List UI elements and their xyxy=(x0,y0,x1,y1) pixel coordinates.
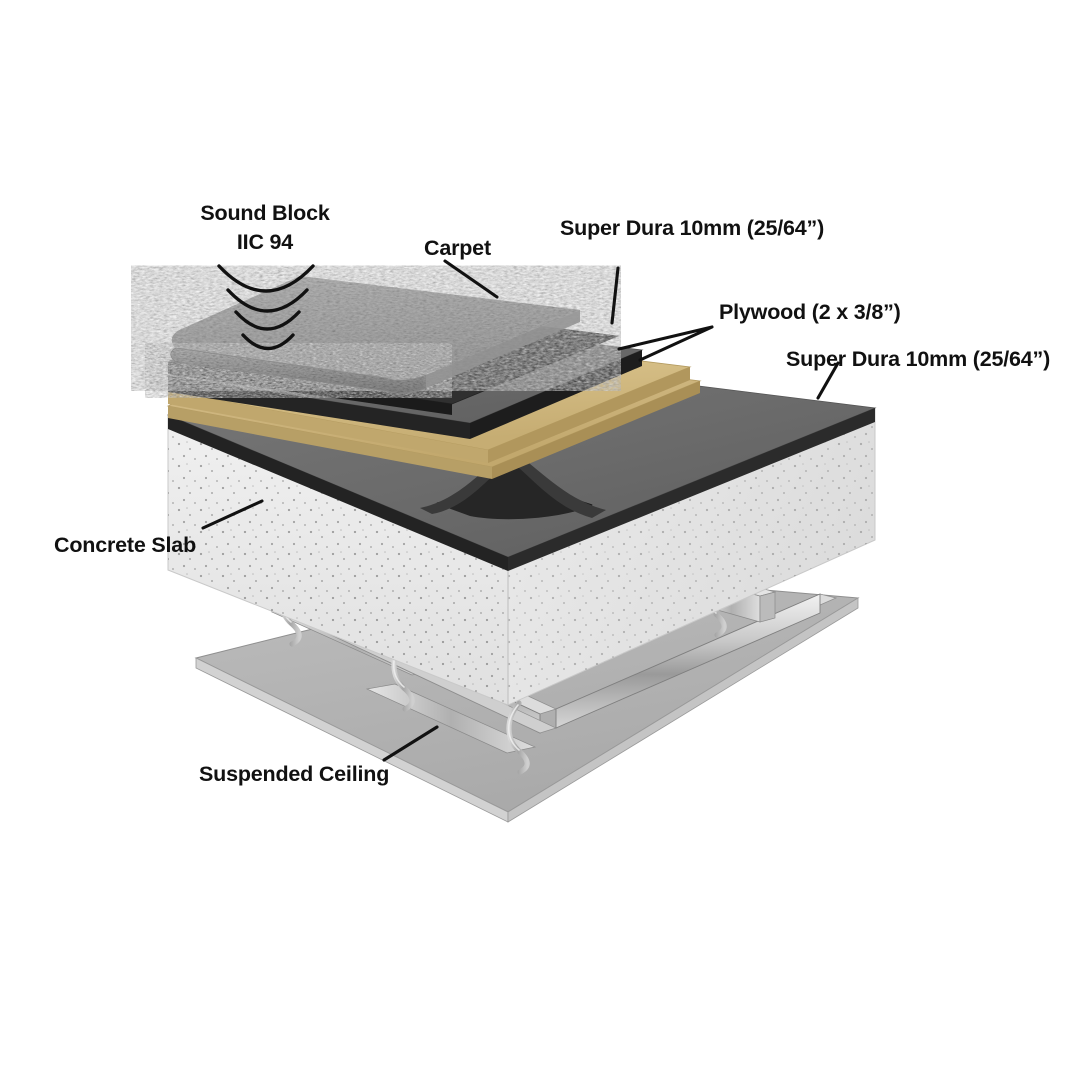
label-concrete-slab: Concrete Slab xyxy=(54,533,196,557)
sound-wave-arc xyxy=(217,264,315,293)
leader-super-dura-top xyxy=(610,266,620,325)
label-suspended-ceiling: Suspended Ceiling xyxy=(199,762,389,786)
leader-concrete-slab xyxy=(201,499,264,530)
label-super-dura-top: Super Dura 10mm (25/64”) xyxy=(560,216,824,240)
sound-wave-arc xyxy=(234,310,301,331)
leader-plywood-fork xyxy=(617,325,714,362)
sound-wave-arc xyxy=(241,333,295,351)
labels: Sound Block IIC 94 Carpet Super Dura 10m… xyxy=(54,201,1050,786)
leader-super-dura-bottom xyxy=(816,361,840,400)
leader-lines xyxy=(201,259,840,762)
leader-carpet xyxy=(443,259,499,299)
concrete-slab xyxy=(167,407,876,706)
label-carpet: Carpet xyxy=(424,236,491,260)
hanger-rail xyxy=(365,683,537,754)
leader-suspended-ceiling xyxy=(382,725,439,762)
label-super-dura-bottom: Super Dura 10mm (25/64”) xyxy=(786,347,1050,371)
sound-wave-arc xyxy=(226,288,309,313)
label-sound-block-line2: IIC 94 xyxy=(237,230,293,254)
label-sound-block-line1: Sound Block xyxy=(200,201,329,225)
sound-wave-arcs xyxy=(217,264,315,351)
label-plywood: Plywood (2 x 3/8”) xyxy=(719,300,901,324)
carpet-layer xyxy=(170,276,580,394)
